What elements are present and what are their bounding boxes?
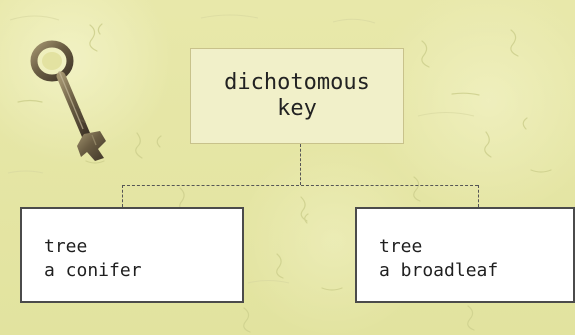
branch-node-right: tree a broadleaf xyxy=(355,207,575,303)
branch-right-line-2: a broadleaf xyxy=(379,260,499,281)
root-node-label: dichotomous key xyxy=(224,69,370,121)
branch-node-left: tree a conifer xyxy=(20,207,244,303)
root-node: dichotomous key xyxy=(190,48,404,144)
branch-left-line-1: tree xyxy=(44,236,88,257)
branch-right-line-1: tree xyxy=(379,236,423,257)
left-branch-connector xyxy=(122,185,123,207)
branch-left-line-2: a conifer xyxy=(44,260,142,281)
right-branch-connector xyxy=(478,185,479,207)
root-connector xyxy=(300,144,301,185)
branch-connector xyxy=(122,185,478,186)
key-icon xyxy=(30,40,106,161)
